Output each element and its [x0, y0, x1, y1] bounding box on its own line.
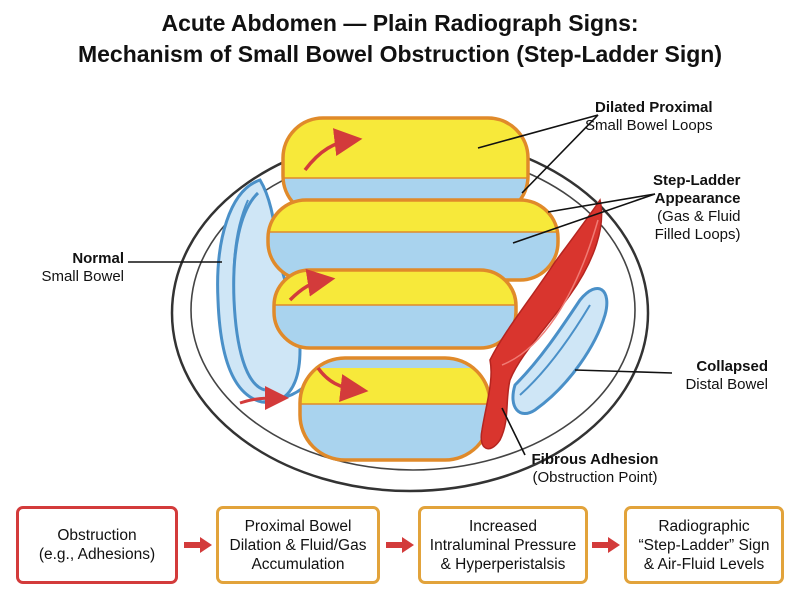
flow-step-pressure: Increased Intraluminal Pressure & Hyperp… — [418, 506, 588, 584]
label-step-ladder-bold-1: Step-Ladder — [653, 172, 741, 189]
peristalsis-arrow-2 — [288, 268, 336, 302]
peristalsis-arrow-3 — [316, 366, 369, 402]
leader-adhesion — [501, 407, 526, 456]
leader-step-ladder-1 — [547, 193, 656, 213]
normal-small-bowel — [216, 178, 341, 411]
label-dilated-proximal: Dilated Proximal Small Bowel Loops — [585, 99, 713, 135]
label-fibrous-adhesion: Fibrous Adhesion (Obstruction Point) — [520, 451, 670, 487]
label-dilated-normal: Small Bowel Loops — [585, 117, 713, 134]
flow-step-2-line-2: Dilation & Fluid/Gas — [229, 536, 367, 554]
flow-arrow-1 — [184, 537, 212, 553]
label-normal-normal: Small Bowel — [41, 268, 124, 285]
flow-step-3-line-2: Intraluminal Pressure — [429, 536, 577, 554]
collapsed-distal-bowel — [511, 287, 609, 416]
label-collapsed-bold: Collapsed — [696, 358, 768, 375]
label-adhesion-normal: (Obstruction Point) — [532, 469, 658, 486]
flow-step-3-line-1: Increased — [468, 517, 538, 535]
leader-collapsed — [574, 369, 673, 374]
dilated-loop-4 — [298, 356, 492, 462]
adhesion-strand — [501, 219, 599, 366]
leader-dilated-2 — [521, 114, 599, 194]
title-line-1: Acute Abdomen — Plain Radiograph Signs: — [161, 10, 639, 36]
label-step-ladder-bold-2: Appearance — [654, 190, 741, 207]
flow-step-1-line-2: (e.g., Adhesions) — [38, 546, 156, 563]
flow-step-2-line-3: Accumulation — [251, 555, 345, 573]
flow-step-dilation: Proximal Bowel Dilation & Fluid/Gas Accu… — [216, 506, 380, 584]
flow-step-obstruction: Obstruction (e.g., Adhesions) — [16, 506, 178, 584]
flow-step-1-line-1: Obstruction — [57, 527, 137, 544]
label-collapsed-distal: Collapsed Distal Bowel — [664, 358, 768, 394]
label-normal-bowel: Normal Small Bowel — [32, 250, 124, 286]
flow-step-4-line-3: & Air-Fluid Levels — [643, 555, 765, 573]
flow-arrow-2 — [386, 537, 414, 553]
label-dilated-bold: Dilated Proximal — [595, 99, 713, 116]
label-collapsed-normal: Distal Bowel — [685, 376, 768, 393]
leader-dilated-1 — [477, 114, 599, 149]
label-normal-bold: Normal — [72, 250, 124, 267]
flow-step-radiographic-sign: Radiographic “Step-Ladder” Sign & Air-Fl… — [624, 506, 784, 584]
label-adhesion-bold: Fibrous Adhesion — [531, 451, 659, 468]
label-step-ladder-normal-2: Filled Loops) — [654, 226, 741, 243]
title-line-2: Mechanism of Small Bowel Obstruction (St… — [77, 41, 723, 67]
label-step-ladder: Step-Ladder Appearance (Gas & Fluid Fill… — [653, 172, 741, 244]
peristalsis-arrow-1 — [303, 128, 363, 172]
fibrous-adhesion — [480, 198, 603, 450]
leader-step-ladder-2 — [512, 193, 656, 244]
flow-step-3-line-3: & Hyperperistalsis — [440, 555, 566, 573]
flow-step-2-line-1: Proximal Bowel — [244, 517, 352, 535]
diagram-title: Acute Abdomen — Plain Radiograph Signs: … — [0, 8, 800, 70]
dilated-loop-3 — [272, 268, 518, 350]
flow-step-4-line-1: Radiographic — [658, 517, 750, 535]
flow-arrow-3 — [592, 537, 620, 553]
label-step-ladder-normal-1: (Gas & Fluid — [657, 208, 741, 225]
flow-step-4-line-2: “Step-Ladder” Sign — [638, 536, 770, 554]
